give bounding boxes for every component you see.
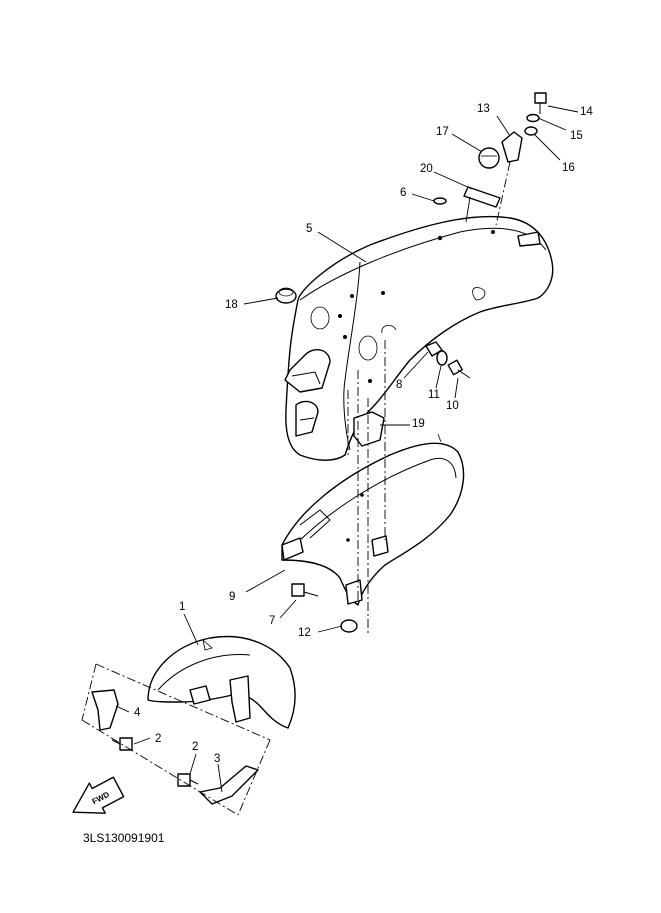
callout-18: 18: [225, 299, 238, 311]
stay-13: [501, 131, 523, 163]
bolt-14: [534, 92, 547, 114]
callout-4: 4: [134, 707, 141, 719]
callout-20: 20: [420, 163, 433, 175]
bolt-10: [447, 359, 471, 379]
fwd-arrow-icon: FWD: [72, 776, 125, 814]
callout-17: 17: [436, 126, 449, 138]
callout-3: 3: [214, 753, 220, 765]
inner-fender: [281, 433, 465, 606]
cap-nut-17: [478, 147, 500, 169]
stay-3: [199, 765, 259, 805]
leader-lines: [115, 105, 579, 793]
bolt-2-left: [111, 737, 133, 751]
callout-11: 11: [428, 389, 440, 401]
callout-1: 1: [179, 601, 185, 613]
callout-9: 9: [229, 591, 235, 603]
washer-15: [526, 113, 540, 123]
rear-fender: [284, 215, 554, 461]
grommet-18: [275, 287, 297, 304]
callout-10: 10: [446, 400, 459, 412]
callout-19: 19: [412, 418, 425, 430]
assembly-lines: [81, 161, 511, 816]
callout-5: 5: [306, 223, 312, 235]
bracket-20: [463, 186, 501, 208]
callout-2b: 2: [192, 741, 198, 753]
callout-16: 16: [562, 162, 575, 174]
callout-8: 8: [396, 379, 402, 391]
bolt-2-right: [177, 773, 199, 787]
clip-8: [425, 341, 443, 357]
callout-2a: 2: [155, 733, 161, 745]
washer-16: [524, 126, 538, 136]
callout-7: 7: [269, 615, 275, 627]
nut-12: [340, 619, 358, 633]
callout-6: 6: [400, 187, 406, 199]
callout-labels: 1 2 2 3 4 5 6 7 8 9 10 11 12 13 14 15 16…: [134, 103, 593, 765]
front-fender: [147, 635, 296, 729]
callout-13: 13: [477, 103, 490, 115]
washer-6: [433, 197, 447, 205]
callout-14: 14: [580, 106, 593, 118]
callout-15: 15: [570, 130, 583, 142]
washer-11: [436, 350, 448, 366]
diagram-code: 3LS130091901: [83, 831, 165, 845]
callout-12: 12: [298, 627, 311, 639]
stay-4: [91, 689, 119, 731]
bolt-7: [291, 583, 319, 597]
